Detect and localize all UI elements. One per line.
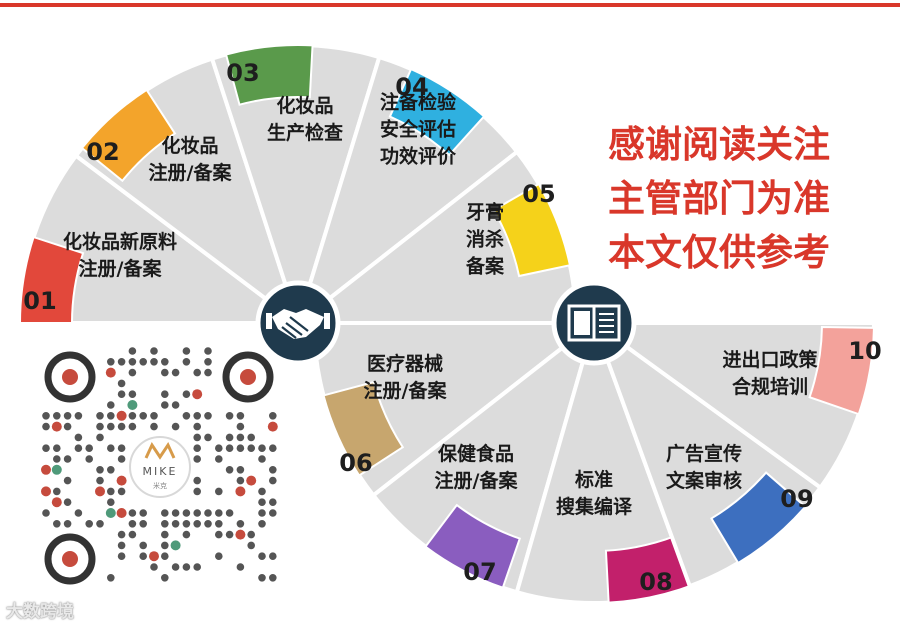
qr-logo-subtext: 米克 bbox=[153, 481, 167, 490]
segment-number-tab: 10 bbox=[808, 325, 882, 416]
segment-label-line: 文案审核 bbox=[666, 469, 742, 492]
segment-label-line: 注册/备案 bbox=[79, 257, 163, 280]
segment-label-line: 生产检查 bbox=[267, 121, 344, 144]
segment-label-line: 搜集编译 bbox=[556, 495, 633, 518]
segment-label-line: 安全评估 bbox=[380, 118, 456, 141]
segment-label-line: 化妆品新原料 bbox=[63, 230, 177, 253]
watermark-text: 大数跨境 bbox=[6, 602, 74, 622]
segment-label-line: 牙膏 bbox=[466, 201, 504, 224]
segment-label-line: 标准 bbox=[575, 469, 613, 491]
segment-number-tab: 02 bbox=[80, 88, 177, 183]
hub-left bbox=[255, 280, 341, 366]
segment-number: 08 bbox=[639, 568, 672, 596]
segment-number-tab: 03 bbox=[224, 44, 314, 106]
segment-label-line: 化妆品 bbox=[161, 134, 218, 157]
handshake-icon bbox=[266, 309, 330, 339]
segment-label-line: 进出口政策 bbox=[722, 348, 818, 371]
book-icon bbox=[567, 304, 621, 342]
segment-number-tab: 07 bbox=[424, 503, 522, 590]
qr-code[interactable]: MIKE 米克 bbox=[40, 345, 280, 590]
segment-number: 10 bbox=[848, 337, 881, 365]
segment-number-tab: 06 bbox=[322, 380, 405, 477]
segment-label-line: 医疗器械 bbox=[367, 352, 443, 375]
segment-number-tab: 08 bbox=[604, 534, 696, 604]
segment-label-line: 广告宣传 bbox=[666, 442, 742, 465]
thanks-line-2: 主管部门为准 bbox=[608, 177, 830, 220]
qr-logo-text: MIKE bbox=[143, 465, 178, 478]
top-accent-line bbox=[0, 3, 900, 7]
qr-finder-pattern bbox=[44, 351, 96, 403]
segment-number-tab: 04 bbox=[388, 67, 486, 157]
thanks-line-1: 感谢阅读关注 bbox=[608, 123, 830, 166]
thanks-text-block: 感谢阅读关注 主管部门为准 本文仅供参考 bbox=[608, 118, 878, 280]
segment-label-line: 注册/备案 bbox=[364, 379, 448, 402]
segment-number: 06 bbox=[339, 449, 372, 477]
segment-label-line: 功效评价 bbox=[380, 145, 457, 168]
segment-label-line: 注册/备案 bbox=[149, 161, 233, 184]
qr-modules bbox=[41, 347, 278, 582]
segment-number: 02 bbox=[86, 138, 119, 166]
segment-label-line: 注备检验 bbox=[380, 91, 457, 114]
segment-number: 01 bbox=[23, 287, 56, 315]
segment-number: 07 bbox=[463, 558, 496, 586]
segment-number-tab: 05 bbox=[492, 180, 572, 278]
segment-label-line: 备案 bbox=[465, 255, 505, 278]
segment-label-line: 合规培训 bbox=[732, 375, 808, 398]
segment-number: 05 bbox=[522, 180, 555, 208]
qr-finder-pattern bbox=[44, 533, 96, 585]
segment-number: 03 bbox=[226, 59, 259, 87]
segment-label-line: 注册/备案 bbox=[435, 469, 519, 492]
segment-number-tab: 01 bbox=[18, 235, 85, 324]
thanks-line-3: 本文仅供参考 bbox=[608, 231, 830, 274]
segment-number: 04 bbox=[395, 73, 428, 101]
segment-label-line: 消杀 bbox=[466, 228, 504, 251]
segment-label-line: 保健食品 bbox=[437, 442, 514, 465]
segment-number: 09 bbox=[780, 485, 813, 513]
hub-right bbox=[551, 280, 637, 366]
qr-finder-pattern bbox=[222, 351, 274, 403]
qr-logo: MIKE 米克 bbox=[129, 436, 191, 498]
segment-number-tab: 09 bbox=[710, 471, 814, 565]
segment-label-line: 化妆品 bbox=[276, 94, 333, 117]
